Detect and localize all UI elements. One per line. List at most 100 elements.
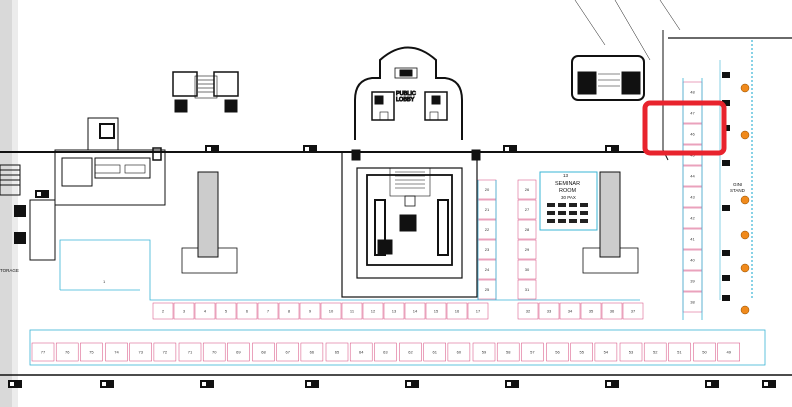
exit-sign-mark (607, 147, 611, 151)
booth-62: 62 (399, 342, 422, 362)
booth-38: 38 (682, 291, 703, 313)
booth-60: 60 (447, 342, 471, 362)
booth-label: 34 (568, 309, 573, 314)
booth-17: 17 (467, 302, 489, 320)
booth-label: 30 (525, 267, 530, 272)
booth-39: 39 (682, 270, 703, 292)
gini-stand-label-1: GINI (733, 182, 742, 187)
public-lobby-label-1: PUBLIC (396, 91, 416, 97)
exit-sign-mark (607, 382, 611, 386)
exit-sign-mark (505, 147, 509, 151)
highlight-box[interactable] (642, 100, 727, 156)
booth-25: 25 (477, 279, 497, 300)
booth-label: 20 (485, 187, 490, 192)
booth-label: 47 (690, 111, 695, 116)
booth-64: 64 (349, 342, 373, 362)
booth-label: 16 (455, 309, 460, 314)
page-edge-shadow-light (12, 0, 18, 407)
booth-8: 8 (278, 302, 300, 320)
booth-73: 73 (129, 342, 152, 362)
exit-sign-mark (305, 147, 309, 151)
booth-53: 53 (619, 342, 643, 362)
exit-sign-icon (100, 380, 114, 388)
booth-label: 73 (138, 350, 143, 355)
booth-label: 29 (525, 247, 530, 252)
booth-56: 56 (546, 342, 569, 362)
booth-label: 51 (677, 350, 682, 355)
booth-label: 4 (204, 309, 207, 314)
booth-32: 32 (517, 302, 539, 320)
booth-27: 27 (517, 199, 537, 220)
booth-label: 23 (485, 247, 490, 252)
lift-icon (399, 214, 417, 232)
booth-13: 13 (383, 302, 405, 320)
booth-29: 29 (517, 239, 537, 260)
power-point-icon (740, 263, 750, 273)
exit-sign-icon (35, 190, 49, 198)
booth-4: 4 (194, 302, 216, 320)
seminar-room-label-2: ROOM (559, 188, 577, 194)
booth-label: 31 (525, 287, 530, 292)
stair-icon (14, 232, 26, 244)
booth-51: 51 (668, 342, 691, 362)
booth-label: 24 (485, 267, 490, 272)
booth-24: 24 (477, 259, 497, 280)
booth-69: 69 (227, 342, 250, 362)
booth-9: 9 (299, 302, 321, 320)
power-point-icon (740, 230, 750, 240)
stair-top-right (571, 55, 645, 101)
booth-label: 8 (288, 309, 291, 314)
main-walls (0, 0, 792, 376)
booth-label: 35 (589, 309, 594, 314)
booth-57: 57 (521, 342, 544, 362)
booth-65: 65 (325, 342, 349, 362)
exit-sign-icon (405, 380, 419, 388)
booth-label: 66 (310, 350, 315, 355)
booth-label: 32 (526, 309, 531, 314)
booth-74: 74 (105, 342, 128, 362)
booth-label: 68 (261, 350, 266, 355)
booth-label: 42 (690, 216, 695, 221)
booth-label: 52 (653, 350, 658, 355)
booth-label: 7 (267, 309, 270, 314)
booth-15: 15 (425, 302, 447, 320)
escalators (181, 171, 639, 274)
booth-75: 75 (80, 342, 103, 362)
booth-77: 77 (31, 342, 55, 362)
booth-label: 65 (335, 350, 340, 355)
exit-sign-mark (37, 192, 41, 196)
booth-label: 62 (408, 350, 413, 355)
booth-label: 49 (726, 350, 731, 355)
booth-label: 74 (114, 350, 119, 355)
booth-label: 58 (506, 350, 511, 355)
booth-label: 48 (690, 90, 695, 95)
booth-label: 14 (413, 309, 418, 314)
booth-label: 22 (485, 227, 490, 232)
booth-label: 40 (690, 258, 695, 263)
booth-label: 69 (236, 350, 241, 355)
booth-55: 55 (570, 342, 593, 362)
booth-label: 15 (434, 309, 439, 314)
booth-7: 7 (257, 302, 279, 320)
booth-label: 11 (350, 309, 355, 314)
booth-label: 21 (485, 207, 490, 212)
booth-label: 10 (329, 309, 334, 314)
booth-59: 59 (472, 342, 496, 362)
booth-14: 14 (404, 302, 426, 320)
booth-label: 63 (383, 350, 388, 355)
power-point-icon (740, 83, 750, 93)
booth-33: 33 (538, 302, 560, 320)
exit-sign-mark (764, 382, 768, 386)
exit-sign-mark (707, 382, 711, 386)
exit-sign-icon (505, 380, 519, 388)
booth-label: 61 (432, 350, 437, 355)
booth-20: 20 (477, 179, 497, 200)
booth-70: 70 (202, 342, 226, 362)
booth-16: 16 (446, 302, 468, 320)
booth-35: 35 (580, 302, 602, 320)
exit-sign-mark (10, 382, 14, 386)
exit-sign-mark (202, 382, 206, 386)
booth-label: 17 (476, 309, 481, 314)
